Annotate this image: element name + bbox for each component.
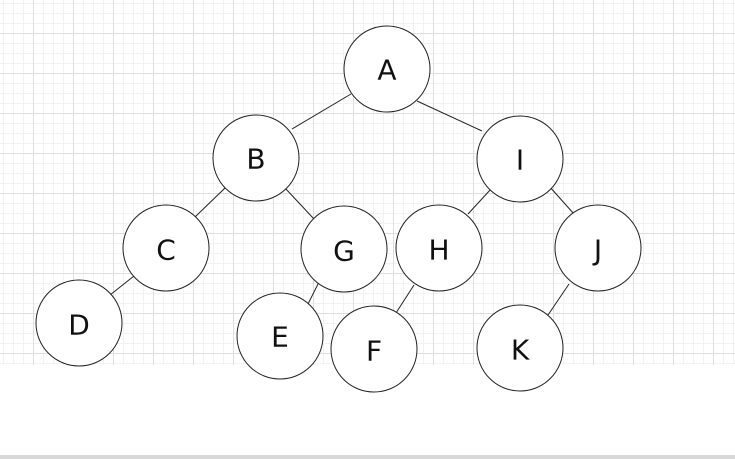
node-label: H <box>428 234 449 267</box>
tree-node-F[interactable]: F <box>330 305 418 393</box>
tree-node-J[interactable]: J <box>554 204 642 292</box>
tree-node-C[interactable]: C <box>122 204 210 292</box>
tree-node-G[interactable]: G <box>300 205 388 293</box>
node-label: J <box>592 234 602 267</box>
node-circle <box>212 114 300 202</box>
node-label: D <box>68 309 90 342</box>
node-label: A <box>377 54 396 87</box>
bottom-scrollbar-track <box>0 455 735 459</box>
edge-J-K[interactable] <box>545 283 570 319</box>
edge-A-I[interactable] <box>416 100 483 132</box>
tree-node-D[interactable]: D <box>35 279 123 367</box>
tree-node-K[interactable]: K <box>476 304 564 392</box>
node-circle <box>300 205 388 293</box>
tree-node-H[interactable]: H <box>395 204 483 292</box>
node-label: C <box>156 234 176 267</box>
node-label: K <box>511 334 530 367</box>
node-circle <box>395 204 483 292</box>
edge-A-B[interactable] <box>291 93 352 130</box>
tree-node-A[interactable]: A <box>343 25 431 113</box>
edges-layer <box>109 93 575 319</box>
node-circle <box>554 204 642 292</box>
node-circle <box>35 279 123 367</box>
edge-B-C[interactable] <box>194 187 226 218</box>
node-circle <box>330 305 418 393</box>
nodes-layer: A B I C G H J <box>35 25 642 393</box>
tree-node-I[interactable]: I <box>476 115 564 203</box>
node-label: B <box>246 143 265 176</box>
node-circle <box>122 204 210 292</box>
edge-I-J[interactable] <box>548 185 575 215</box>
edge-C-D[interactable] <box>109 275 135 296</box>
node-label: E <box>271 321 289 354</box>
node-label: G <box>333 235 355 268</box>
tree-node-E[interactable]: E <box>236 292 324 380</box>
node-label: I <box>516 144 524 177</box>
node-circle <box>343 25 431 113</box>
node-label: F <box>366 335 382 368</box>
edge-B-G[interactable] <box>284 187 315 220</box>
node-circle <box>476 304 564 392</box>
tree-node-B[interactable]: B <box>212 114 300 202</box>
edge-I-H[interactable] <box>467 188 492 215</box>
node-circle <box>476 115 564 203</box>
node-circle <box>236 292 324 380</box>
edge-H-F[interactable] <box>395 284 415 314</box>
edge-G-E[interactable] <box>306 279 321 307</box>
